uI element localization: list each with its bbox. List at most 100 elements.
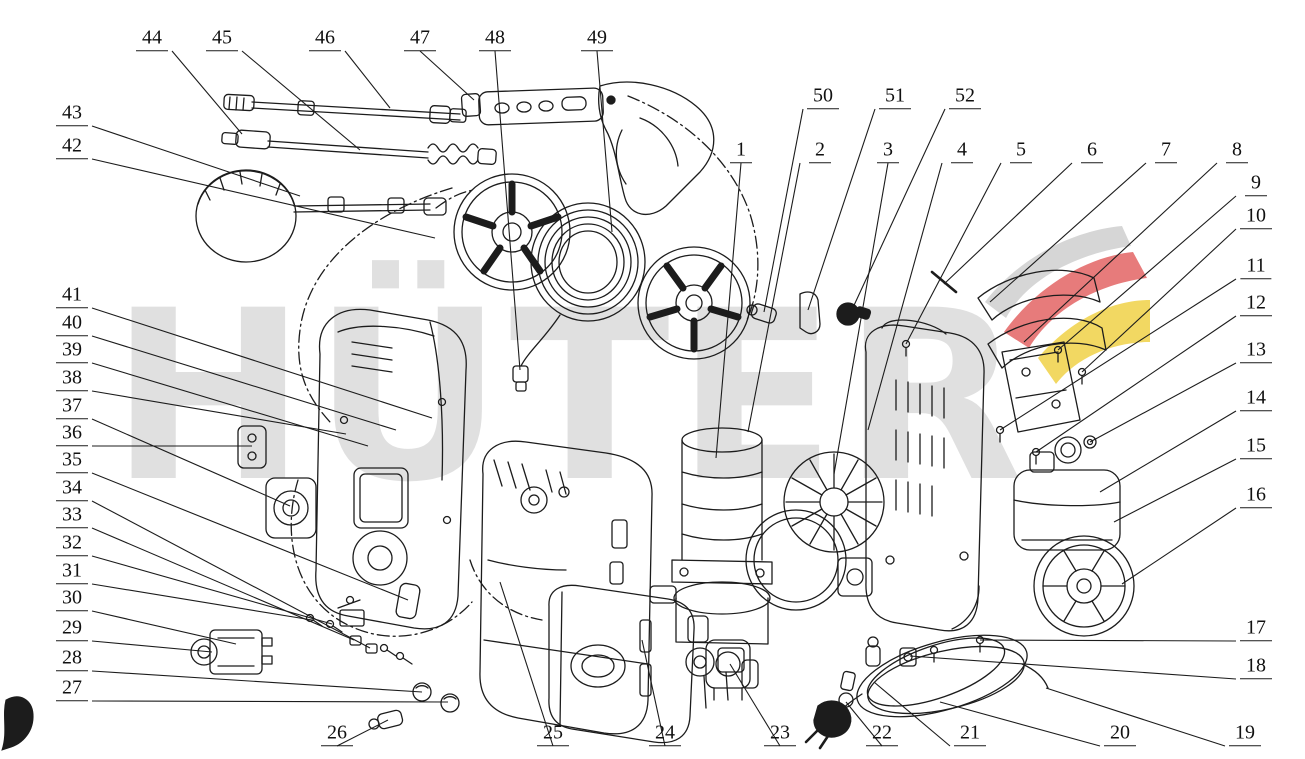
- leader-line-52: [849, 108, 946, 315]
- part-callout-14: 14: [1240, 386, 1272, 412]
- leader-line-9: [1057, 195, 1237, 351]
- hose-reel-side-a: [453, 173, 571, 291]
- leader-line-40: [91, 335, 397, 431]
- part-callout-24: 24: [649, 721, 681, 747]
- leader-line-44: [171, 50, 243, 135]
- leader-line-30: [91, 610, 237, 645]
- leader-line-50: [763, 108, 804, 313]
- leader-line-34: [91, 500, 371, 649]
- leader-line-10: [1081, 228, 1237, 373]
- part-callout-10: 10: [1240, 204, 1272, 230]
- housing-rear-panel: [864, 319, 985, 632]
- part-callout-41: 41: [56, 283, 88, 309]
- small-parts-left: [305, 582, 421, 665]
- small-parts-top: [746, 291, 872, 335]
- part-callout-11: 11: [1240, 254, 1272, 280]
- part-callout-35: 35: [56, 448, 88, 474]
- part-callout-7: 7: [1155, 138, 1177, 164]
- leader-line-24: [641, 639, 666, 747]
- part-callout-6: 6: [1081, 138, 1103, 164]
- leader-line-26: [336, 719, 389, 747]
- leader-line-27: [91, 700, 449, 703]
- watermark-swoosh-red-icon: [1004, 252, 1147, 348]
- leader-line-13: [1089, 362, 1237, 443]
- part-callout-19: 19: [1229, 721, 1261, 747]
- part-callout-38: 38: [56, 366, 88, 392]
- leader-line-22: [845, 701, 883, 747]
- fan-impeller: [745, 451, 885, 611]
- part-callout-31: 31: [56, 559, 88, 585]
- front-lower-cover: [548, 584, 695, 744]
- part-callout-46: 46: [309, 26, 341, 52]
- part-callout-17: 17: [1240, 616, 1272, 642]
- power-plug: [804, 700, 852, 750]
- part-callout-40: 40: [56, 311, 88, 337]
- leader-line-25: [499, 581, 554, 747]
- part-callout-43: 43: [56, 101, 88, 127]
- part-callout-15: 15: [1240, 434, 1272, 460]
- leader-line-14: [1099, 410, 1237, 493]
- part-callout-16: 16: [1240, 483, 1272, 509]
- main-body: [479, 440, 653, 735]
- leader-line-33: [91, 527, 355, 641]
- leader-line-19: [1045, 687, 1226, 747]
- part-callout-13: 13: [1240, 338, 1272, 364]
- part-callout-12: 12: [1240, 291, 1272, 317]
- part-callout-18: 18: [1240, 654, 1272, 680]
- part-callout-48: 48: [479, 26, 511, 52]
- part-callout-25: 25: [537, 721, 569, 747]
- part-callout-37: 37: [56, 394, 88, 420]
- leader-line-49: [596, 50, 613, 233]
- leader-line-12: [1035, 315, 1237, 453]
- leader-line-6: [943, 162, 1073, 285]
- part-callout-45: 45: [206, 26, 238, 52]
- part-callout-30: 30: [56, 586, 88, 612]
- watermark-swoosh-yellow-icon: [1038, 300, 1150, 384]
- part-callout-22: 22: [866, 721, 898, 747]
- part-callout-34: 34: [56, 476, 88, 502]
- leader-line-11: [999, 278, 1237, 431]
- hook-part: [1, 696, 34, 751]
- lance-lower: [221, 129, 497, 165]
- leader-line-48: [494, 50, 521, 371]
- leader-line-23: [729, 663, 781, 747]
- part-callout-4: 4: [951, 138, 973, 164]
- leader-line-42: [91, 158, 436, 239]
- part-callout-26: 26: [321, 721, 353, 747]
- part-callout-33: 33: [56, 503, 88, 529]
- leader-line-7: [989, 162, 1147, 303]
- housing-left-panel: [315, 308, 467, 630]
- leader-line-4: [867, 162, 943, 431]
- leader-line-5: [905, 162, 1002, 345]
- leader-line-20: [939, 701, 1101, 747]
- leader-line-32: [91, 555, 333, 625]
- part-callout-44: 44: [136, 26, 168, 52]
- leader-line-43: [91, 125, 301, 197]
- leader-line-16: [1121, 507, 1237, 585]
- part-callout-8: 8: [1226, 138, 1248, 164]
- part-callout-36: 36: [56, 421, 88, 447]
- leader-line-45: [241, 50, 361, 151]
- wheel: [1033, 535, 1135, 637]
- part-callout-20: 20: [1104, 721, 1136, 747]
- leader-line-1: [715, 162, 742, 459]
- hose-coil: [512, 202, 646, 392]
- leader-line-15: [1113, 458, 1237, 523]
- part-callout-47: 47: [404, 26, 436, 52]
- leader-line-41: [91, 307, 433, 419]
- part-callout-29: 29: [56, 616, 88, 642]
- leader-line-31: [91, 583, 313, 621]
- part-callout-2: 2: [809, 138, 831, 164]
- part-callout-51: 51: [879, 84, 911, 110]
- part-callout-32: 32: [56, 531, 88, 557]
- leader-line-28: [91, 670, 423, 693]
- part-callout-27: 27: [56, 676, 88, 702]
- power-cord: [835, 634, 1049, 718]
- leader-line-46: [344, 50, 391, 109]
- gun-holder-bracket: [687, 615, 751, 701]
- leader-line-35: [91, 472, 409, 601]
- detergent-tank: [1013, 436, 1121, 551]
- part-callout-1: 1: [730, 138, 752, 164]
